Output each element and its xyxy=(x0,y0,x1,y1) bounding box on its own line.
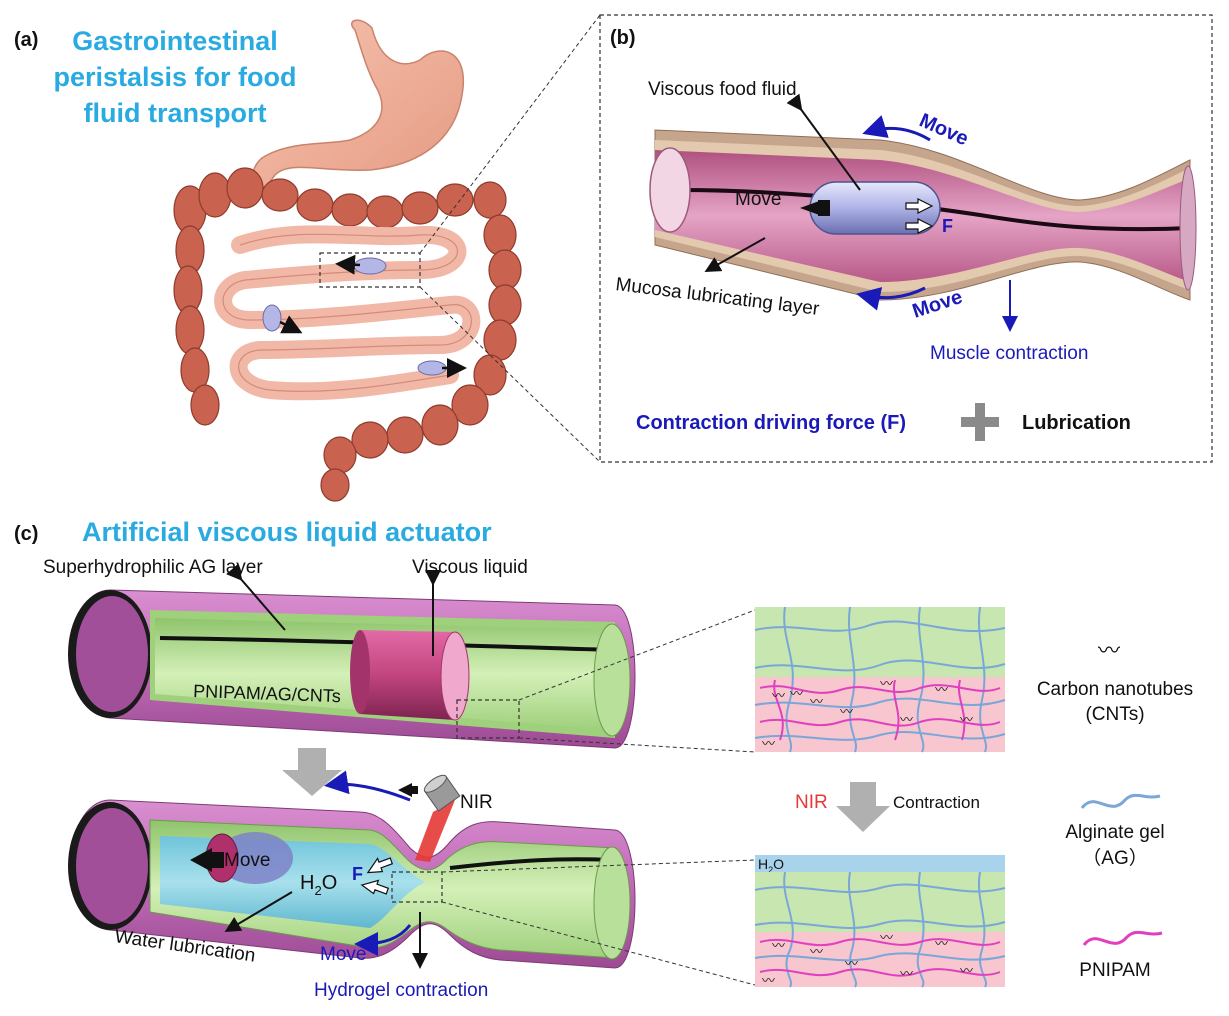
ag-legend-icon xyxy=(1080,793,1161,810)
stomach-illustration xyxy=(251,19,465,196)
cnt-legend-icon: 〰 xyxy=(1098,639,1120,664)
hydrogel-contraction-label: Hydrogel contraction xyxy=(314,980,488,1001)
move-top-label: Move xyxy=(916,109,972,150)
zoom-line xyxy=(419,14,601,254)
network-after: H2O 〰〰〰 〰〰〰 〰〰 xyxy=(754,855,1006,989)
ag-legend-line1: Alginate gel xyxy=(1065,822,1164,843)
cnt-legend-line1: Carbon nanotubes xyxy=(1037,679,1193,700)
mucosa-pointer xyxy=(704,237,766,272)
panel-b: (b) Viscous food fluid Move F Move Move … xyxy=(599,14,1213,463)
force-arrow-icon xyxy=(360,879,390,895)
svg-text:〰: 〰 xyxy=(935,683,948,698)
svg-text:〰: 〰 xyxy=(762,974,775,989)
pnipam-legend-label: PNIPAM xyxy=(1079,960,1150,981)
move-arrow-icon xyxy=(800,200,822,216)
ag-layer-pointer xyxy=(226,563,286,631)
viscous-food-fluid-pointer xyxy=(786,93,861,191)
zoom-box-bottom xyxy=(391,871,443,903)
move-top-arrow xyxy=(862,115,931,142)
svg-text:〰: 〰 xyxy=(900,967,913,982)
network-before: 〰〰〰 〰〰〰 〰〰〰 xyxy=(754,606,1006,753)
nir-source-label: NIR xyxy=(460,792,493,813)
svg-text:〰: 〰 xyxy=(772,939,785,954)
zoom-box xyxy=(319,252,421,288)
move-upper-arrow xyxy=(324,770,411,802)
force-arrow-icon xyxy=(905,218,934,234)
panel-a-title-line1: Gastrointestinal xyxy=(72,26,278,56)
ag-legend-line2: （AG） xyxy=(1082,847,1147,869)
nir-label: NIR xyxy=(795,792,828,813)
water-label: H2O xyxy=(300,872,337,898)
svg-text:〰: 〰 xyxy=(880,931,893,946)
water-lubrication-pointer xyxy=(224,891,293,933)
svg-text:〰: 〰 xyxy=(900,713,913,728)
svg-text:〰: 〰 xyxy=(845,957,858,972)
svg-text:〰: 〰 xyxy=(935,937,948,952)
panel-c: (c) Artificial viscous liquid actuator S… xyxy=(14,517,1193,1001)
force-arrow-icon xyxy=(905,198,934,214)
move-plug-label: Move xyxy=(224,850,270,871)
mucosa-label: Mucosa lubricating layer xyxy=(614,274,821,320)
panel-b-frame xyxy=(599,14,1213,463)
move-lower-arrow xyxy=(354,924,412,956)
h2o-layer-label: H2O xyxy=(758,856,784,875)
cnt-marks: 〰〰〰 〰〰〰 〰〰 xyxy=(762,931,973,989)
contraction-force-label: Contraction driving force (F) xyxy=(636,412,906,434)
svg-text:〰: 〰 xyxy=(960,964,973,979)
food-bolus xyxy=(262,304,282,332)
colon-illustration xyxy=(173,167,522,502)
lubrication-label: Lubrication xyxy=(1022,412,1131,434)
svg-text:〰: 〰 xyxy=(840,705,853,720)
legend: 〰 Carbon nanotubes (CNTs) Alginate gel （… xyxy=(1037,639,1193,981)
cnt-legend-line2: (CNTs) xyxy=(1085,704,1144,725)
food-bolus xyxy=(417,360,447,376)
process-down-arrow xyxy=(282,748,342,796)
panel-a: (a) Gastrointestinal peristalsis for foo… xyxy=(14,14,601,502)
pnipam-legend-icon xyxy=(1082,930,1163,947)
panel-b-label: (b) xyxy=(610,27,636,49)
viscous-liquid-label: Viscous liquid xyxy=(412,557,528,578)
contraction-down-arrow xyxy=(836,782,890,832)
panel-a-label: (a) xyxy=(14,29,38,51)
svg-text:〰: 〰 xyxy=(772,689,785,704)
plus-icon xyxy=(961,403,999,441)
force-label: F xyxy=(942,216,953,236)
move-lower-label: Move xyxy=(320,944,366,965)
move-bottom-arrow xyxy=(856,286,926,311)
svg-text:〰: 〰 xyxy=(790,687,803,702)
svg-text:〰: 〰 xyxy=(810,945,823,960)
muscle-contraction-label: Muscle contraction xyxy=(930,343,1088,364)
panel-a-title-line2: peristalsis for food xyxy=(53,62,296,92)
panel-a-title-line3: fluid transport xyxy=(84,98,267,128)
move-direction-icon xyxy=(398,783,412,797)
svg-text:〰: 〰 xyxy=(810,695,823,710)
panel-c-label: (c) xyxy=(14,523,38,545)
svg-text:〰: 〰 xyxy=(762,737,775,752)
zoom-box-top xyxy=(456,699,520,739)
cnt-marks: 〰〰〰 〰〰〰 〰〰〰 xyxy=(762,677,973,752)
viscous-food-fluid-label: Viscous food fluid xyxy=(648,79,797,100)
contraction-label: Contraction xyxy=(893,793,980,812)
actuator-tube-top xyxy=(68,589,636,749)
move-arrow-icon xyxy=(190,848,212,872)
svg-text:〰: 〰 xyxy=(880,677,893,692)
force-label-c: F xyxy=(352,864,363,884)
move-center-label: Move xyxy=(735,189,781,210)
force-arrow-icon xyxy=(366,857,394,874)
svg-text:〰: 〰 xyxy=(960,713,973,728)
ag-layer-label: Superhydrophilic AG layer xyxy=(43,557,263,578)
panel-c-title: Artificial viscous liquid actuator xyxy=(82,517,492,547)
